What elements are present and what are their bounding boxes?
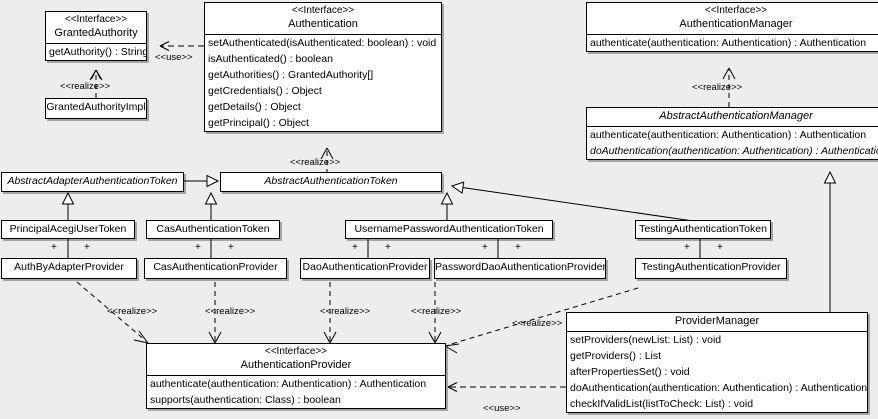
class-header: <<Interface>> AuthenticationManager (587, 3, 878, 34)
class-provider-manager[interactable]: ProviderManager setProviders(newList: Li… (566, 312, 868, 413)
edge-label-realize-password-dao-authentication-provider: <<realize>> (411, 306, 462, 317)
method-compartment: setProviders(newList: List) : void getPr… (567, 331, 867, 412)
stereotype-label: <<Interface>> (64, 14, 128, 25)
association-end-plus: + (515, 242, 521, 253)
method-get-authorities: getAuthorities() : GrantedAuthority[] (208, 69, 374, 81)
class-header: AbstractAuthenticationManager (587, 108, 878, 126)
method-authenticate: authenticate(authentication: Authenticat… (590, 129, 867, 141)
class-name: Authentication (288, 18, 358, 30)
class-name: TestingAuthenticationProvider (641, 261, 781, 273)
stereotype-label: <<Interface>> (291, 5, 355, 16)
edge-label-use-provider-manager-authentication-provider: <<use>> (483, 403, 521, 414)
class-name: GrantedAuthorityImpl (46, 101, 146, 113)
class-name: AuthByAdapterProvider (14, 261, 124, 273)
association-end-plus: + (51, 242, 57, 253)
method-do-authentication: doAuthentication(authentication: Authent… (590, 145, 878, 157)
method-do-authentication: doAuthentication(authentication: Authent… (570, 382, 867, 394)
class-header: <<Interface>> GrantedAuthority (46, 12, 146, 43)
association-end-plus: + (228, 242, 234, 253)
association-end-plus: + (84, 242, 90, 253)
class-cas-authentication-provider[interactable]: CasAuthenticationProvider (144, 258, 287, 279)
class-abstract-authentication-token[interactable]: AbstractAuthenticationToken (220, 172, 442, 192)
class-name: CasAuthenticationProvider (153, 261, 278, 273)
edge-label-realize-cas-authentication-provider: <<realize>> (205, 306, 256, 317)
class-name: AuthenticationManager (679, 18, 793, 30)
class-testing-authentication-provider[interactable]: TestingAuthenticationProvider (635, 258, 787, 279)
class-authentication[interactable]: <<Interface>> Authentication setAuthenti… (204, 2, 442, 132)
association-end-plus: + (385, 242, 391, 253)
class-header: <<Interface>> Authentication (205, 3, 441, 34)
edge-label-realize-abstract-authentication-token: <<realize>> (290, 157, 341, 168)
method-supports: supports(authentication: Class) : boolea… (150, 394, 341, 406)
association-end-plus: + (717, 242, 723, 253)
edge-label-realize-auth-by-adapter-provider: <<realize>> (107, 306, 158, 317)
edge-label-realize-granted-authority-impl: <<realize>> (60, 81, 111, 92)
class-name: DaoAuthenticationProvider (302, 261, 428, 273)
class-header: ProviderManager (567, 313, 867, 331)
method-compartment: authenticate(authentication: Authenticat… (587, 34, 878, 51)
method-get-details: getDetails() : Object (208, 101, 301, 113)
class-name: AuthenticationProvider (240, 359, 352, 371)
edge-label-use-authentication-granted-authority: <<use>> (155, 52, 193, 63)
association-end-plus: + (684, 242, 690, 253)
class-auth-by-adapter-provider[interactable]: AuthByAdapterProvider (1, 258, 137, 279)
method-get-providers: getProviders() : List (570, 350, 662, 362)
method-authenticate: authenticate(authentication: Authenticat… (150, 378, 427, 390)
class-abstract-authentication-manager[interactable]: AbstractAuthenticationManager authentica… (586, 107, 878, 160)
edge-label-realize-abstract-authentication-manager: <<realize>> (692, 82, 743, 93)
class-name: TestingAuthenticationToken (639, 223, 767, 235)
class-principal-acegi-user-token[interactable]: PrincipalAcegiUserToken (1, 220, 135, 239)
class-name: AbstractAuthenticationManager (659, 110, 813, 122)
method-is-authenticated: isAuthenticated() : boolean (208, 53, 333, 65)
class-name: CasAuthenticationToken (156, 223, 270, 235)
class-name: UsernamePasswordAuthenticationToken (354, 223, 544, 235)
class-password-dao-authentication-provider[interactable]: PasswordDaoAuthenticationProvider (434, 258, 606, 279)
method-get-authority: getAuthority() : String (49, 46, 146, 58)
method-set-authenticated: setAuthenticated(isAuthenticated: boolea… (208, 37, 437, 49)
class-granted-authority[interactable]: <<Interface>> GrantedAuthority getAuthor… (45, 11, 147, 61)
class-name: ProviderManager (674, 315, 760, 327)
edge-label-realize-dao-authentication-provider: <<realize>> (320, 306, 371, 317)
class-name: GrantedAuthority (54, 27, 138, 39)
class-authentication-manager[interactable]: <<Interface>> AuthenticationManager auth… (586, 2, 878, 52)
stereotype-label: <<Interface>> (704, 5, 768, 16)
association-end-plus: + (482, 242, 488, 253)
method-compartment: getAuthority() : String (46, 43, 146, 60)
class-name: PrincipalAcegiUserToken (9, 223, 127, 235)
method-after-properties-set: afterPropertiesSet() : void (570, 366, 690, 378)
method-get-principal: getPrincipal() : Object (208, 117, 309, 129)
class-dao-authentication-provider[interactable]: DaoAuthenticationProvider (300, 258, 430, 279)
class-username-password-authentication-token[interactable]: UsernamePasswordAuthenticationToken (345, 220, 553, 239)
method-compartment: authenticate(authentication: Authenticat… (147, 375, 445, 408)
class-header: <<Interface>> AuthenticationProvider (147, 344, 445, 375)
class-granted-authority-impl[interactable]: GrantedAuthorityImpl (45, 98, 147, 119)
method-authenticate: authenticate(authentication: Authenticat… (590, 37, 867, 49)
class-name: AbstractAdapterAuthenticationToken (7, 175, 178, 187)
class-cas-authentication-token[interactable]: CasAuthenticationToken (146, 220, 280, 239)
method-check-if-valid-list: checkIfValidList(listToCheck: List) : vo… (570, 398, 754, 410)
method-compartment: setAuthenticated(isAuthenticated: boolea… (205, 34, 441, 131)
stereotype-label: <<Interface>> (264, 346, 328, 357)
method-set-providers: setProviders(newList: List) : void (570, 334, 722, 346)
association-end-plus: + (352, 242, 358, 253)
class-name: PasswordDaoAuthenticationProvider (435, 261, 606, 273)
class-abstract-adapter-authentication-token[interactable]: AbstractAdapterAuthenticationToken (1, 172, 184, 192)
association-end-plus: + (195, 242, 201, 253)
edge-label-realize-testing-authentication-provider: <<realize>> (512, 318, 563, 329)
class-testing-authentication-token[interactable]: TestingAuthenticationToken (635, 220, 771, 239)
method-get-credentials: getCredentials() : Object (208, 85, 322, 97)
class-authentication-provider[interactable]: <<Interface>> AuthenticationProvider aut… (146, 343, 446, 409)
method-compartment: authenticate(authentication: Authenticat… (587, 126, 878, 159)
class-name: AbstractAuthenticationToken (264, 175, 398, 187)
